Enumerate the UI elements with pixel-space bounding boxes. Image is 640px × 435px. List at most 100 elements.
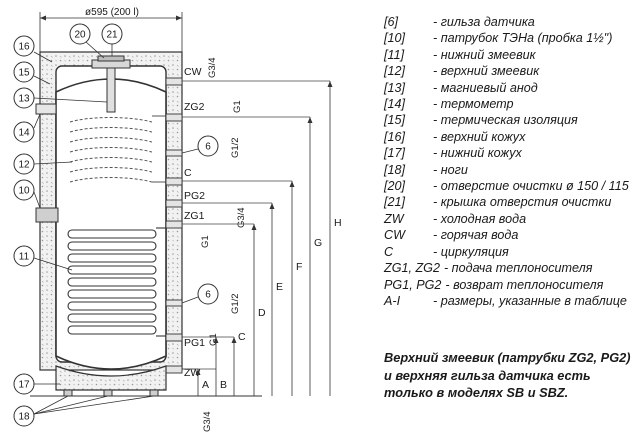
callout-12: 12 <box>13 153 73 175</box>
legend-code: CW <box>384 228 405 243</box>
svg-text:6: 6 <box>205 290 211 301</box>
heater-port <box>35 207 59 223</box>
svg-text:G1: G1 <box>232 100 243 113</box>
lower-jacket <box>55 365 167 391</box>
callout-17: 17 <box>13 373 60 395</box>
legend-text: - ноги <box>433 162 468 177</box>
callouts: 16 20 21 15 13 14 12 6 10 11 6 17 18 <box>13 23 219 427</box>
svg-text:G1/2: G1/2 <box>230 137 241 158</box>
svg-text:G3/4: G3/4 <box>202 411 213 432</box>
legend-row: [11] - нижний змеевик <box>384 47 636 63</box>
svg-text:G3/4: G3/4 <box>207 57 218 78</box>
svg-text:18: 18 <box>18 412 30 423</box>
svg-text:20: 20 <box>74 30 86 41</box>
callout-16: 16 <box>13 35 53 63</box>
legend-text: - нижний змеевик <box>433 47 536 62</box>
legend-row: [13] - магниевый анод <box>384 80 636 96</box>
legend-row: ZG1, ZG2- подача теплоносителя <box>384 260 636 276</box>
dimension-a: A <box>202 379 209 391</box>
callout-21: 21 <box>101 23 123 56</box>
magnesium-anode <box>106 67 116 113</box>
dimension-g: G <box>314 237 322 249</box>
legend-code: [16] <box>384 129 406 144</box>
legend: [6]- гильза датчика [10]- патрубок ТЭНа … <box>384 14 636 309</box>
legend-code: PG1, PG2 <box>384 277 442 292</box>
connection-label-cw: CW <box>184 66 202 78</box>
callout-20: 20 <box>69 23 105 59</box>
thermometer <box>35 103 57 115</box>
legend-row: [12]- верхний змеевик <box>384 63 636 79</box>
callout-10: 10 <box>13 179 41 209</box>
svg-text:G1/2: G1/2 <box>230 293 241 314</box>
legend-text: - горячая вода <box>433 228 519 243</box>
legend-row: [14] - термометр <box>384 96 636 112</box>
legend-code: [20] <box>384 179 406 194</box>
callout-6-lower: 6 <box>181 283 219 305</box>
legend-text: - верхний кожух <box>433 129 526 144</box>
legend-code: [12] <box>384 64 406 79</box>
legend-code: [14] <box>384 97 406 112</box>
legend-text: - магниевый анод <box>433 80 538 95</box>
top-diameter-dimension: ø595 (200 l) <box>39 7 183 52</box>
legend-code: [11] <box>384 47 405 62</box>
connection-label-zg2: ZG2 <box>184 101 205 113</box>
svg-text:G3/4: G3/4 <box>236 207 247 228</box>
svg-text:11: 11 <box>19 252 30 263</box>
svg-text:16: 16 <box>18 42 30 53</box>
svg-text:12: 12 <box>18 160 30 171</box>
svg-text:6: 6 <box>205 142 211 153</box>
legend-code: [10] <box>384 31 406 46</box>
svg-text:G1: G1 <box>200 235 211 248</box>
callout-11: 11 <box>13 245 73 271</box>
connection-label-zg1: ZG1 <box>184 210 205 222</box>
legend-text: - крышка отверстия очистки <box>433 195 612 210</box>
legend-row: [21] - крышка отверстия очистки <box>384 194 636 210</box>
dimension-e: E <box>276 281 283 293</box>
legend-row: C- циркуляция <box>384 244 636 260</box>
legend-text: - размеры, указанные в таблице <box>433 293 627 308</box>
legend-row: [16] - верхний кожух <box>384 129 636 145</box>
callout-6-upper: 6 <box>181 135 219 157</box>
legend-text: - отверстие очистки ø 150 / 115 <box>433 179 629 194</box>
connection-labels: CW ZG2 C PG2 ZG1 PG1 ZW <box>184 66 205 379</box>
connection-label-c: C <box>184 167 192 179</box>
legend-row: [18]- ноги <box>384 162 636 178</box>
legend-code: [13] <box>384 80 406 95</box>
legend-row: [17]- нижний кожух <box>384 145 636 161</box>
svg-text:13: 13 <box>18 94 30 105</box>
legend-code: [6] <box>384 15 399 29</box>
legend-row: PG1, PG2- возврат теплоносителя <box>384 277 636 293</box>
lower-coil <box>67 227 166 337</box>
legend-text: - нижний кожух <box>433 146 522 161</box>
legend-row: [20] - отверстие очистки ø 150 / 115 <box>384 178 636 194</box>
callout-18: 18 <box>13 395 155 427</box>
dimension-c: C <box>238 331 246 343</box>
legend-text: - гильза датчика <box>433 15 535 29</box>
legend-text: - термометр <box>433 97 514 112</box>
connection-label-zw: ZW <box>184 367 200 379</box>
extension-lines <box>182 80 330 370</box>
boiler-diagram: ø595 (200 l) <box>13 7 342 432</box>
legend-row: [15] - термическая изоляция <box>384 112 636 128</box>
feet <box>63 389 159 397</box>
legend-row: A-I- размеры, указанные в таблице <box>384 293 636 309</box>
callout-14: 14 <box>13 113 41 143</box>
svg-text:14: 14 <box>18 128 30 139</box>
dimension-labels: A B C D E F G H <box>202 217 342 391</box>
legend-text: - холодная вода <box>433 211 527 226</box>
dimension-f: F <box>296 261 302 273</box>
legend-code: ZG1, ZG2 <box>384 261 440 276</box>
legend-code: [21] <box>384 195 406 210</box>
connection-label-pg2: PG2 <box>184 190 205 202</box>
connection-label-pg1: PG1 <box>184 337 205 349</box>
dimension-d: D <box>258 307 266 319</box>
svg-text:15: 15 <box>18 68 30 79</box>
legend-code: [15] <box>384 113 406 128</box>
legend-row: CW - горячая вода <box>384 227 636 243</box>
upper-coil <box>69 115 166 183</box>
legend-code: C <box>384 244 394 259</box>
svg-text:G1: G1 <box>208 333 219 346</box>
legend-row: ZW- холодная вода <box>384 211 636 227</box>
legend-text: - термическая изоляция <box>433 113 578 128</box>
model-note: Верхний змеевик (патрубки ZG2, PG2) и ве… <box>384 350 631 400</box>
